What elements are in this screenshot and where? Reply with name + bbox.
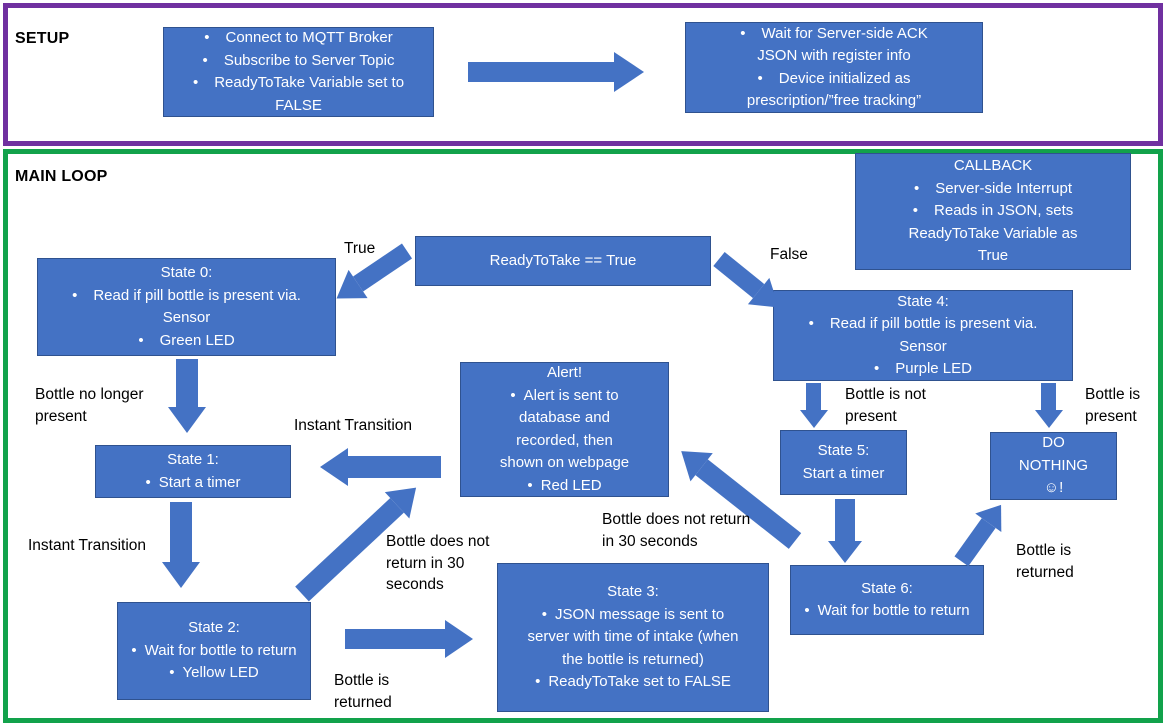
- node-setup-ack: • Wait for Server-side ACK JSON with regi…: [685, 22, 983, 113]
- arrow-state2-to-state3-icon: [345, 620, 473, 658]
- main-loop-section-frame: [3, 149, 1163, 723]
- edge-label-no-return-30s-left: Bottle does not return in 30 seconds: [386, 533, 490, 594]
- node-title: State 3:: [607, 583, 659, 601]
- node-decision-readytotake: ReadyToTake == True: [415, 236, 711, 286]
- node-text: Wait for bottle to return: [817, 602, 970, 619]
- edge-label-instant-transition-a: Instant Transition: [294, 417, 413, 434]
- node-state2: State 2: • Wait for bottle to return • Yel…: [117, 602, 311, 700]
- arrow-state4-to-do-nothing-icon: [1035, 383, 1063, 428]
- node-text: Purple LED: [895, 360, 972, 377]
- node-title: State 1:: [167, 451, 219, 468]
- bullet-icon: •: [740, 24, 746, 42]
- node-text: Subscribe to Server Topic: [223, 51, 395, 69]
- bullet-icon: •: [72, 286, 78, 304]
- node-state1: State 1: • Start a timer: [95, 445, 291, 498]
- bullet-icon: •: [808, 315, 814, 332]
- node-text: ReadyToTake Variable set to FALSE: [214, 74, 405, 114]
- bullet-icon: •: [757, 69, 763, 87]
- node-title: State 4:: [897, 292, 949, 310]
- node-text: Device initialized as prescription/”free…: [746, 69, 922, 110]
- node-title: Alert!: [546, 364, 582, 381]
- edge-label-true: True: [344, 240, 376, 257]
- bullet-icon: •: [874, 360, 880, 377]
- node-state3: State 3: •JSON message is sent to server…: [497, 563, 769, 712]
- arrow-state5-to-state6-icon: [828, 499, 862, 563]
- node-setup-init: • Connect to MQTT Broker • Subscribe to Se…: [163, 27, 434, 117]
- setup-section-frame: [3, 3, 1163, 146]
- edge-label-bottle-not-present: Bottle is not present: [845, 386, 926, 425]
- node-text: Alert is sent to database and recorded, …: [499, 386, 630, 472]
- node-text: Connect to MQTT Broker: [225, 29, 393, 46]
- node-title: State 5:: [817, 442, 870, 459]
- bullet-icon: •: [535, 673, 541, 691]
- node-title: CALLBACK: [953, 157, 1033, 175]
- node-text: ReadyToTake set to FALSE: [548, 673, 731, 691]
- node-text: Read if pill bottle is present via. Sens…: [93, 286, 301, 327]
- arrow-state1-to-state2-icon: [162, 502, 200, 588]
- node-state0: State 0: • Read if pill bottle is present…: [37, 258, 336, 356]
- edge-label-bottle-no-longer-present: Bottle no longer present: [35, 386, 144, 425]
- node-title: State 0:: [160, 264, 213, 281]
- main-loop-section-label: MAIN LOOP: [15, 168, 108, 185]
- node-text: Server-side Interrupt: [935, 179, 1072, 197]
- node-text: JSON message is sent to server with time…: [527, 605, 739, 668]
- bullet-icon: •: [192, 74, 199, 91]
- bullet-icon: •: [912, 202, 919, 220]
- node-text: Yellow LED: [182, 664, 259, 682]
- setup-section-label: SETUP: [15, 30, 70, 47]
- edge-label-bottle-present: Bottle is present: [1085, 386, 1141, 425]
- arrow-alert-to-state1-icon: [320, 448, 441, 486]
- bullet-icon: •: [145, 473, 151, 491]
- node-text: Reads in JSON, sets ReadyToTake Variable…: [908, 202, 1078, 265]
- node-text: Wait for bottle to return: [144, 641, 297, 659]
- node-title: State 6:: [861, 579, 913, 597]
- edge-label-instant-transition-b: Instant Transition: [28, 537, 147, 554]
- bullet-icon: •: [202, 51, 208, 69]
- arrow-setup-init-to-ack-icon: [468, 52, 644, 92]
- edge-label-false: False: [770, 246, 808, 263]
- node-title: State 2:: [188, 619, 240, 637]
- edge-label-bottle-returned-right: Bottle is returned: [1016, 542, 1074, 581]
- bullet-icon: •: [541, 605, 548, 623]
- node-text: Red LED: [540, 476, 602, 494]
- node-callback: CALLBACK •Server-side Interrupt •Reads i…: [855, 153, 1131, 270]
- node-state5: State 5: Start a timer: [780, 430, 907, 495]
- node-do-nothing: DO NOTHING ☺!: [990, 432, 1117, 500]
- bullet-icon: •: [169, 664, 175, 682]
- arrow-state4-to-state5-icon: [800, 383, 828, 428]
- bullet-icon: •: [527, 476, 533, 494]
- node-text: Read if pill bottle is present via. Sens…: [829, 315, 1038, 355]
- node-state4: State 4: • Read if pill bottle is present…: [773, 290, 1073, 381]
- bullet-icon: •: [131, 641, 137, 659]
- bullet-icon: •: [138, 331, 144, 349]
- node-text: DO NOTHING ☺!: [1018, 434, 1089, 497]
- node-text: Wait for Server-side ACK JSON with regis…: [757, 24, 928, 65]
- bullet-icon: •: [204, 29, 210, 46]
- node-text: Start a timer: [802, 464, 885, 482]
- edge-label-no-return-30s-right: Bottle does not return in 30 seconds: [602, 511, 751, 550]
- bullet-icon: •: [804, 602, 810, 619]
- bullet-icon: •: [510, 386, 516, 404]
- node-text: Green LED: [159, 331, 235, 349]
- node-text: Start a timer: [158, 473, 241, 491]
- edge-label-bottle-returned-left: Bottle is returned: [334, 672, 392, 711]
- bullet-icon: •: [914, 179, 920, 197]
- node-text: ReadyToTake == True: [489, 251, 637, 269]
- node-state6: State 6: • Wait for bottle to return: [790, 565, 984, 635]
- arrow-state0-to-state1-icon: [168, 359, 206, 433]
- node-alert: Alert! •Alert is sent to database and re…: [460, 362, 669, 497]
